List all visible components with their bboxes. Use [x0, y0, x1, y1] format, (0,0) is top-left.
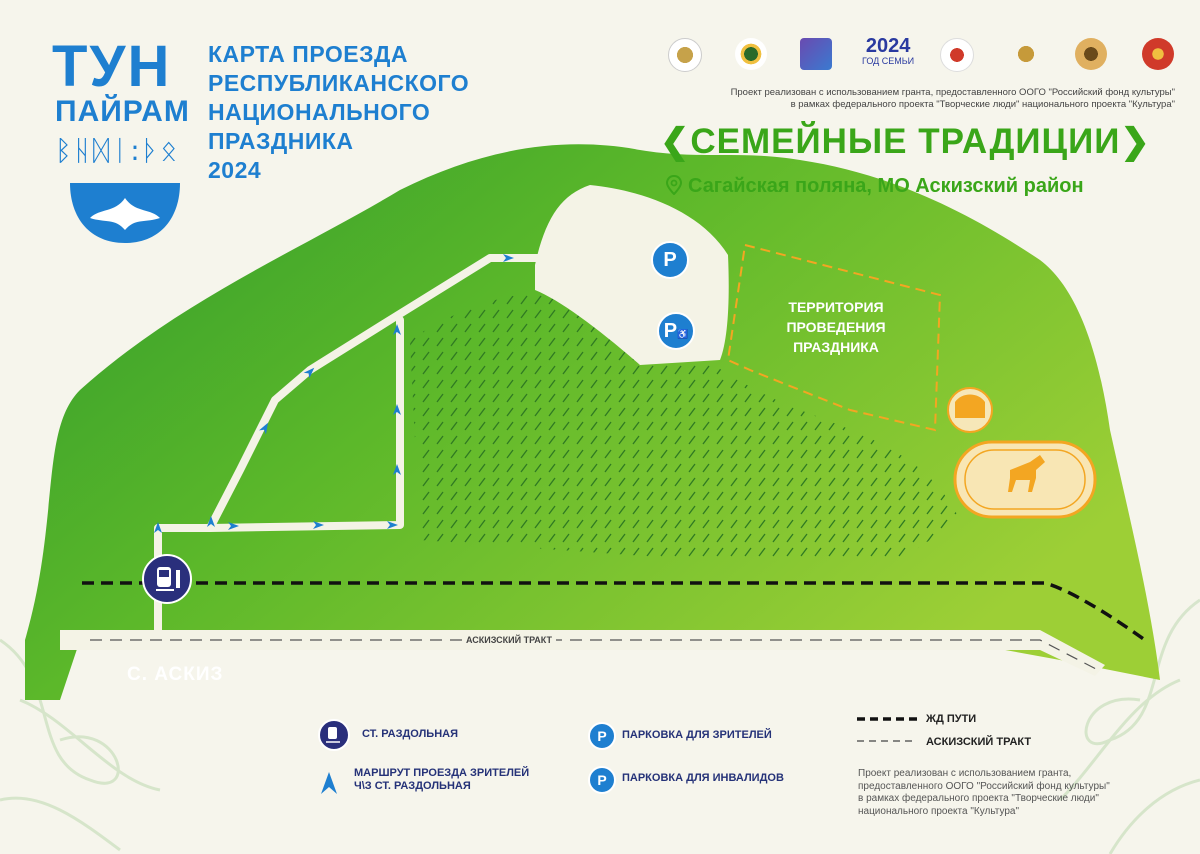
askiz-road-centerline: [90, 639, 1099, 671]
ornament-right: [1058, 598, 1200, 854]
territory-label-line: ПРАЗДНИКА: [793, 339, 879, 355]
ornament-right-icon: ❯: [1120, 122, 1151, 161]
title-line: КАРТА ПРОЕЗДА: [208, 41, 408, 67]
culture-ministry-logo-icon: [1010, 38, 1042, 70]
parking-disabled-marker[interactable]: P♿: [657, 312, 695, 350]
festival-territory-outline: [726, 243, 942, 432]
brand-name: ТУН: [52, 34, 172, 99]
brand-subtitle: ПАЙРАМ: [55, 95, 190, 128]
grant-note-line: в рамках федерального проекта "Творчески…: [790, 99, 1175, 110]
station-marker[interactable]: [142, 554, 192, 604]
horse-icon: [1008, 455, 1045, 492]
parking-symbol: P: [663, 320, 678, 342]
village-label: С. АСКИЗ: [127, 664, 224, 685]
region-government-logo-icon: [940, 38, 974, 72]
title-line: ПРАЗДНИКА: [208, 128, 354, 154]
year-of-family-logo: 2024 ГОД СЕМЬИ: [862, 36, 914, 66]
municipality-logo-icon: [1142, 38, 1174, 70]
year-of-family-year: 2024: [865, 35, 911, 57]
grant-note-line: Проект реализован с использованием грант…: [730, 87, 1175, 98]
grant-note-line: в рамках федерального проекта "Творчески…: [858, 793, 1099, 804]
title-line: 2024: [208, 157, 262, 183]
creative-people-logo-icon: [800, 38, 832, 70]
grant-note-line: национального проекта "Культура": [858, 805, 1020, 817]
parking-viewers-marker[interactable]: P: [651, 241, 689, 279]
brand-runes: ᛒᚺᛞᛁ:ᚦᛟ: [55, 134, 180, 167]
askiz-road: [60, 630, 1105, 676]
territory-label-line: ТЕРРИТОРИЯ: [788, 299, 884, 315]
brand-emblem-icon: [70, 183, 180, 243]
map-title: КАРТА ПРОЕЗДА РЕСПУБЛИКАНСКОГО НАЦИОНАЛЬ…: [208, 40, 528, 185]
railway-line: [82, 581, 1147, 642]
ministry-emblem-icon: [668, 38, 702, 72]
forest-hatch: [410, 292, 960, 560]
location: Сагайская поляна, МО Аскизский район: [665, 174, 1084, 198]
road-label: АСКИЗСКИЙ ТРАКТ: [462, 635, 557, 645]
title-line: НАЦИОНАЛЬНОГО: [208, 99, 431, 125]
location-text: Сагайская поляна, МО Аскизский район: [688, 175, 1084, 197]
grant-note-bottom: Проект реализован с использованием грант…: [858, 768, 1168, 818]
grant-note-line: Проект реализован с использованием грант…: [858, 768, 1072, 779]
grant-note-line: предоставленного ООГО "Российский фонд к…: [858, 780, 1110, 792]
location-pin-icon: [665, 174, 683, 196]
title-line: РЕСПУБЛИКАНСКОГО: [208, 70, 470, 96]
festival-title: ❮СЕМЕЙНЫЕ ТРАДИЦИИ❯: [660, 122, 1151, 162]
train-icon: [156, 567, 180, 591]
wheelchair-icon: ♿: [677, 329, 689, 339]
grant-note-top: Проект реализован с использованием грант…: [600, 87, 1175, 111]
ornament-left-icon: ❮: [660, 122, 691, 161]
festival-title-text: СЕМЕЙНЫЕ ТРАДИЦИИ: [690, 122, 1121, 161]
year-of-family-caption: ГОД СЕМЬИ: [862, 56, 915, 66]
culture-center-logo-icon: [1075, 38, 1107, 70]
territory-label: ТЕРРИТОРИЯ ПРОВЕДЕНИЯ ПРАЗДНИКА: [766, 297, 906, 357]
culture-fund-logo-icon: [735, 38, 767, 70]
parking-symbol: P: [663, 249, 677, 271]
territory-label-line: ПРОВЕДЕНИЯ: [786, 319, 886, 335]
